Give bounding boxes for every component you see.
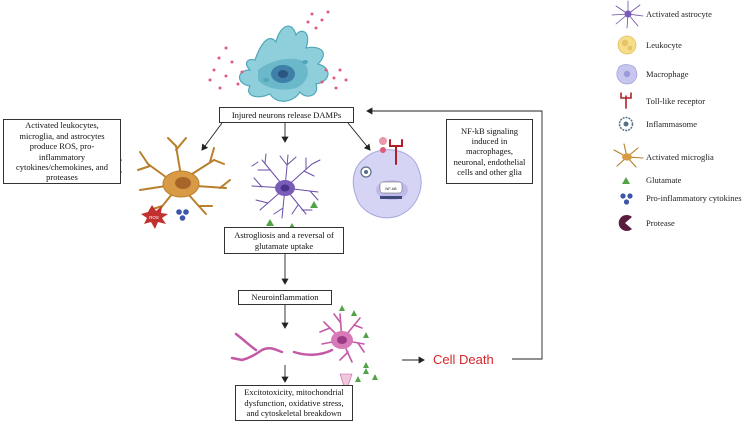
astrogliosis-box: Astrogliosis and a reversal of glutamate…: [224, 227, 344, 254]
neuron-soma: [331, 331, 353, 349]
legend-label-protease: Protease: [646, 218, 675, 228]
legend-label-leukocyte: Leukocyte: [646, 40, 682, 50]
legend-toll-like-receptor-icon: [620, 92, 632, 109]
legend-label-macrophage: Macrophage: [646, 69, 689, 79]
cytokine-cluster: [176, 209, 189, 221]
legend-inflammasome-icon: [618, 116, 634, 132]
injured-neurons-box: Injured neurons release DAMPs: [219, 107, 354, 123]
legend-macrophage-icon: [616, 64, 638, 85]
nfkb-signaling-box: NF-kB signaling induced in macrophages, …: [446, 119, 533, 184]
ros-burst-icon: ROS: [141, 205, 168, 229]
glutamate-cluster-neuron: [339, 305, 378, 382]
legend-label-inflammasome: Inflammasome: [646, 119, 697, 129]
macrophage-cell: NF-kB: [352, 149, 422, 219]
activated-microglia-cell: [137, 137, 231, 215]
fragmented-axon: [230, 332, 334, 362]
legend-protease-icon: [618, 215, 632, 231]
cell-death-label: Cell Death: [433, 352, 494, 367]
legend-activated-astrocyte-icon: [611, 0, 644, 29]
neuroinflammation-box: Neuroinflammation: [238, 290, 332, 305]
svg-text:NF-kB: NF-kB: [385, 186, 397, 191]
legend-pro-inflammatory-cytokines-icon: [620, 193, 633, 205]
damps-particles: [208, 10, 348, 90]
legend-label-activated-microglia: Activated microglia: [646, 152, 714, 162]
legend-label-activated-astrocyte: Activated astrocyte: [646, 9, 712, 19]
microglia-body: [162, 170, 200, 198]
damp-ligand: [379, 137, 387, 153]
legend-label-toll-like-receptor: Toll-like receptor: [646, 96, 706, 106]
svg-text:ROS: ROS: [149, 215, 159, 220]
excitotoxicity-box: Excitotoxicity, mitochondrial dysfunctio…: [235, 385, 353, 421]
inflammasome-icon: [360, 166, 372, 178]
activated-leukocytes-box: Activated leukocytes, microglia, and ast…: [3, 119, 121, 184]
astrocyte-body: [275, 180, 295, 196]
legend-leukocyte-icon: [617, 35, 637, 55]
legend-activated-microglia-icon: [613, 143, 644, 168]
flow-arrows: [201, 107, 543, 383]
legend-label-pro-inflammatory-cytokines: Pro-inflammatory cytokines: [646, 193, 742, 203]
legend-label-glutamate: Glutamate: [646, 175, 682, 185]
injured-neuron: [238, 25, 329, 102]
toll-like-receptor-icon: [389, 139, 403, 165]
legend-glutamate-icon: [622, 177, 630, 184]
